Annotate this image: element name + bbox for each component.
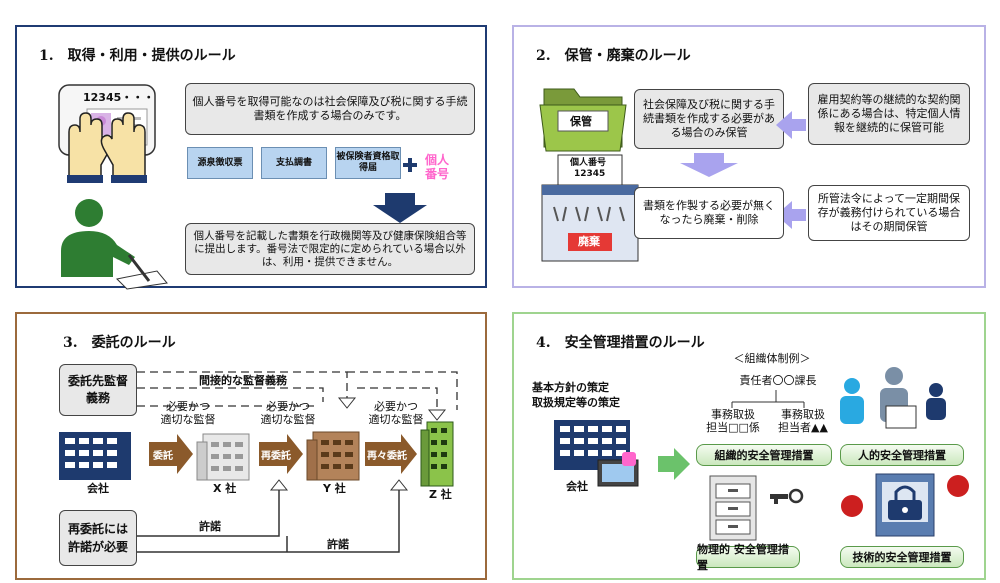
panel-storage-disposal-rules: 2. 保管・廃棄のルール 保管 社会保障及び税に関する手続書類を作成する必要があ…	[512, 25, 986, 288]
human-security-measure: 人的安全管理措置	[840, 444, 964, 466]
panel-title: 2. 保管・廃棄のルール	[536, 48, 691, 64]
manager-label: 責任者〇〇課長	[739, 374, 817, 387]
physical-security-measure: 物理的 安全管理措置	[696, 543, 800, 572]
shredder-label: 廃棄	[578, 235, 600, 248]
company-x-label: X 社	[213, 482, 237, 495]
company-y-label: Y 社	[323, 482, 346, 495]
storage-condition-box: 社会保障及び税に関する手続書類を作成する必要がある場合のみ保管	[634, 89, 784, 149]
panel-title: 3. 委託のルール	[63, 335, 176, 351]
org-security-measure: 組織的安全管理措置	[696, 444, 832, 466]
company-label: 会社	[566, 480, 588, 493]
lavender-arrows	[680, 111, 806, 229]
acquisition-condition-box: 個人番号を取得可能なのは社会保障及び税に関する手続書類を作成する場合のみです。	[185, 83, 475, 135]
policy-text: 基本方針の策定 取扱規定等の策定	[532, 381, 620, 409]
indirect-supervision-label: 間接的な監督義務	[199, 374, 287, 387]
card-title: 個人番号	[570, 158, 607, 168]
org-tree-lines	[731, 390, 805, 408]
shredder-icon	[541, 154, 639, 262]
outsourcing-chain	[59, 421, 454, 553]
company-label: 会社	[87, 482, 109, 495]
doc-withholding-slip: 源泉徴収票	[187, 147, 253, 179]
supervision-label-1: 必要かつ 適切な監督	[160, 400, 216, 426]
physical-technical-icons	[709, 473, 969, 541]
legal-retention-box: 所管法令によって一定期間保存が義務付けられている場合はその期間保管	[808, 185, 970, 241]
panel-security-measures-rules: 4. 安全管理措置のルール 基本方針の策定 取扱規定等の策定 会社 ＜組織体制例…	[512, 312, 986, 580]
permission-label-2: 許諾	[327, 538, 349, 551]
indirect-supervision-lines	[137, 371, 458, 421]
permission-label-1: 許諾	[199, 520, 221, 533]
supervision-label-3: 必要かつ 適切な監督	[368, 400, 424, 426]
supervision-label-2: 必要かつ 適切な監督	[260, 400, 316, 426]
staff-label-1: 事務取扱 担当□□係	[706, 408, 760, 434]
arrow-label-outsource: 委託	[153, 451, 173, 462]
company-computer-illustration	[554, 420, 690, 487]
technical-security-measure: 技術的安全管理措置	[840, 546, 964, 568]
panel-outsourcing-rules: 3. 委託のルール 委託先監督 義務 間接的な監督義務 必要かつ 適切な監督 必…	[15, 312, 487, 580]
card-number: 12345	[574, 169, 606, 179]
doc-insured-qualification-form: 被保険者資格取得届	[335, 147, 401, 179]
contract-retention-box: 雇用契約等の継続的な契約関係にある場合は、特定個人情報を継続的に保管可能	[808, 83, 970, 145]
panel-acquisition-rules: 1. 取得・利用・提供のルール 12345・・・ 個人番号を取得可能なのは社会保…	[15, 25, 487, 290]
personal-number-label: 個人 番号	[425, 153, 450, 181]
staff-label-2: 事務取扱 担当者▲▲	[778, 408, 828, 434]
plus-and-down-arrow	[373, 158, 427, 223]
folder-label: 保管	[570, 115, 592, 128]
arrow-label-re-resubcontract: 再々委託	[367, 451, 407, 462]
folder-icon	[539, 88, 627, 152]
org-example-label: ＜組織体制例＞	[733, 352, 811, 365]
person-writing-icon	[61, 199, 168, 290]
doc-payment-record: 支払調書	[261, 147, 327, 179]
arrow-label-resubcontract: 再委託	[261, 451, 291, 462]
panel-title: 1. 取得・利用・提供のルール	[39, 48, 236, 64]
hands-screen-illustration	[58, 84, 156, 183]
disposal-condition-box: 書類を作製する必要が無くなったら廃棄・削除	[634, 187, 784, 239]
number-display: 12345・・・	[83, 91, 155, 104]
panel-title: 4. 安全管理措置のルール	[536, 335, 705, 351]
supervision-duty-box: 委託先監督 義務	[59, 364, 137, 416]
company-z-label: Z 社	[429, 488, 452, 501]
permission-required-box: 再委託には 許諾が必要	[59, 510, 137, 566]
provision-rule-box: 個人番号を記載した書類を行政機関等及び健康保険組合等に提出します。番号法で限定的…	[185, 223, 475, 275]
people-icons	[840, 367, 946, 429]
